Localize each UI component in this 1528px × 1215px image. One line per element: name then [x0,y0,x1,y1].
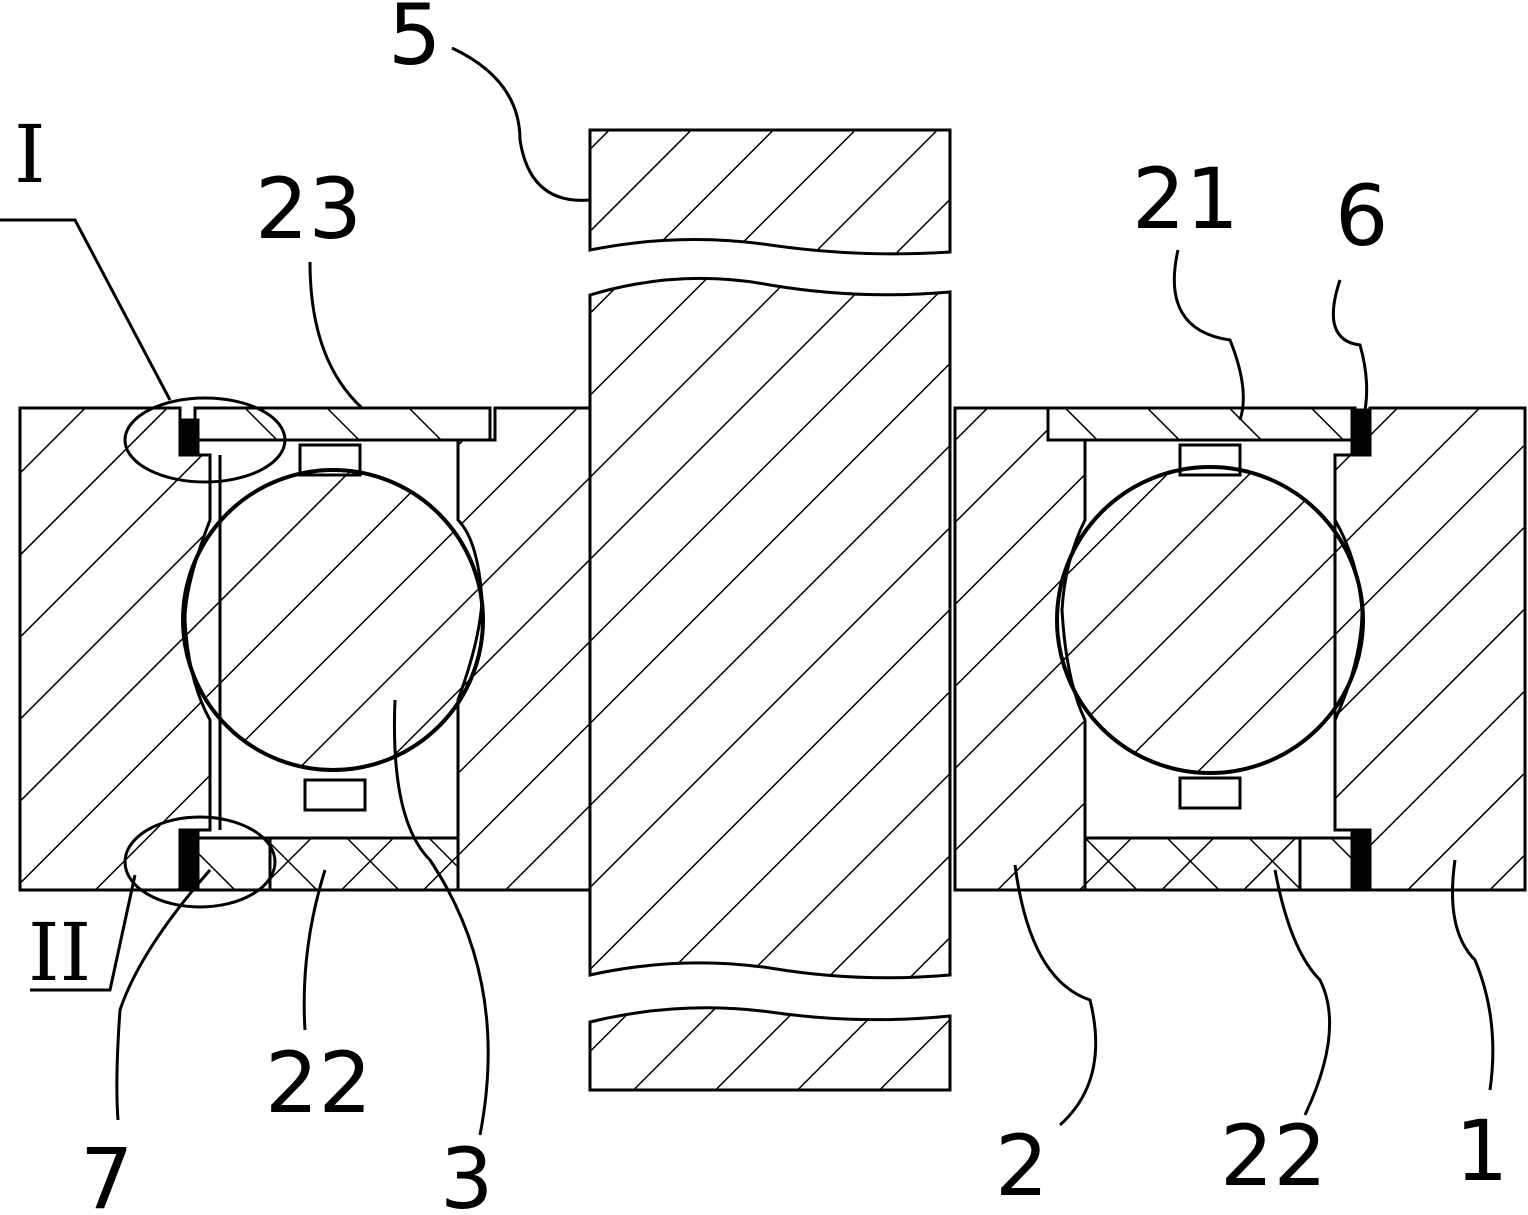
label-23: 23 [255,160,362,258]
label-2: 2 [995,1117,1048,1215]
detail-circle-I [123,396,287,484]
seal-block-top-right [1350,408,1372,454]
shaft-body [588,276,952,980]
detail-circle-II [123,815,277,909]
seal-23 [193,406,492,442]
shaft-top-cap [588,128,952,256]
ball-right [1055,465,1365,775]
label-22-right: 22 [1220,1107,1327,1205]
label-6: 6 [1335,167,1388,265]
label-5: 5 [388,0,441,84]
seal-block-bottom-left [178,828,200,892]
seal-block-top-left [178,418,200,457]
label-3: 3 [440,1130,493,1215]
seal-block-bottom-right [1350,828,1372,892]
outer-ring-right [1333,406,1527,892]
label-I: I [14,108,46,201]
label-II: II [28,906,91,999]
seal-21 [1046,406,1357,442]
label-1: 1 [1455,1102,1508,1200]
label-22-left: 22 [265,1034,372,1132]
label-21: 21 [1132,150,1239,248]
label-7: 7 [80,1130,133,1215]
shaft-bottom-cap [588,1006,952,1092]
ball-left [181,468,485,772]
seal-22-right [1083,836,1357,892]
